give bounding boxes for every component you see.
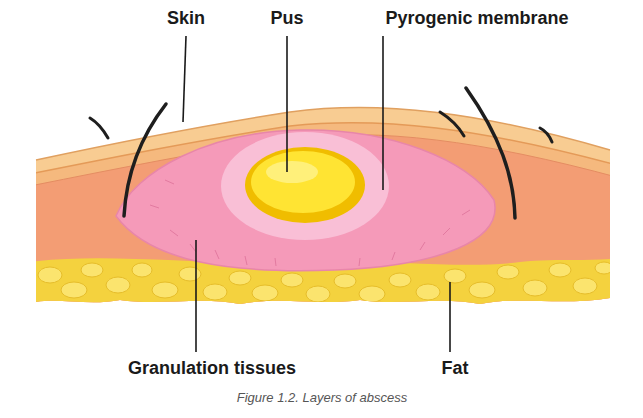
pus: [251, 151, 355, 213]
part-label: Granulation tissues: [128, 357, 296, 379]
part-label: Pyrogenic membrane: [385, 7, 568, 29]
granulation-tissue: [116, 130, 495, 271]
dermis-upper: [30, 123, 620, 320]
leader-lines: [183, 36, 450, 352]
pus-highlight: [266, 161, 318, 183]
part-label: Skin: [167, 7, 205, 29]
pus-rim: [245, 147, 365, 223]
figure-caption: Figure 1.2. Layers of abscess: [237, 390, 408, 406]
hairs: [90, 88, 552, 218]
part-label: Fat: [442, 357, 469, 379]
part-label: Pus: [270, 7, 303, 29]
pyogenic-membrane: [221, 132, 389, 240]
skin-strip: [30, 90, 620, 320]
